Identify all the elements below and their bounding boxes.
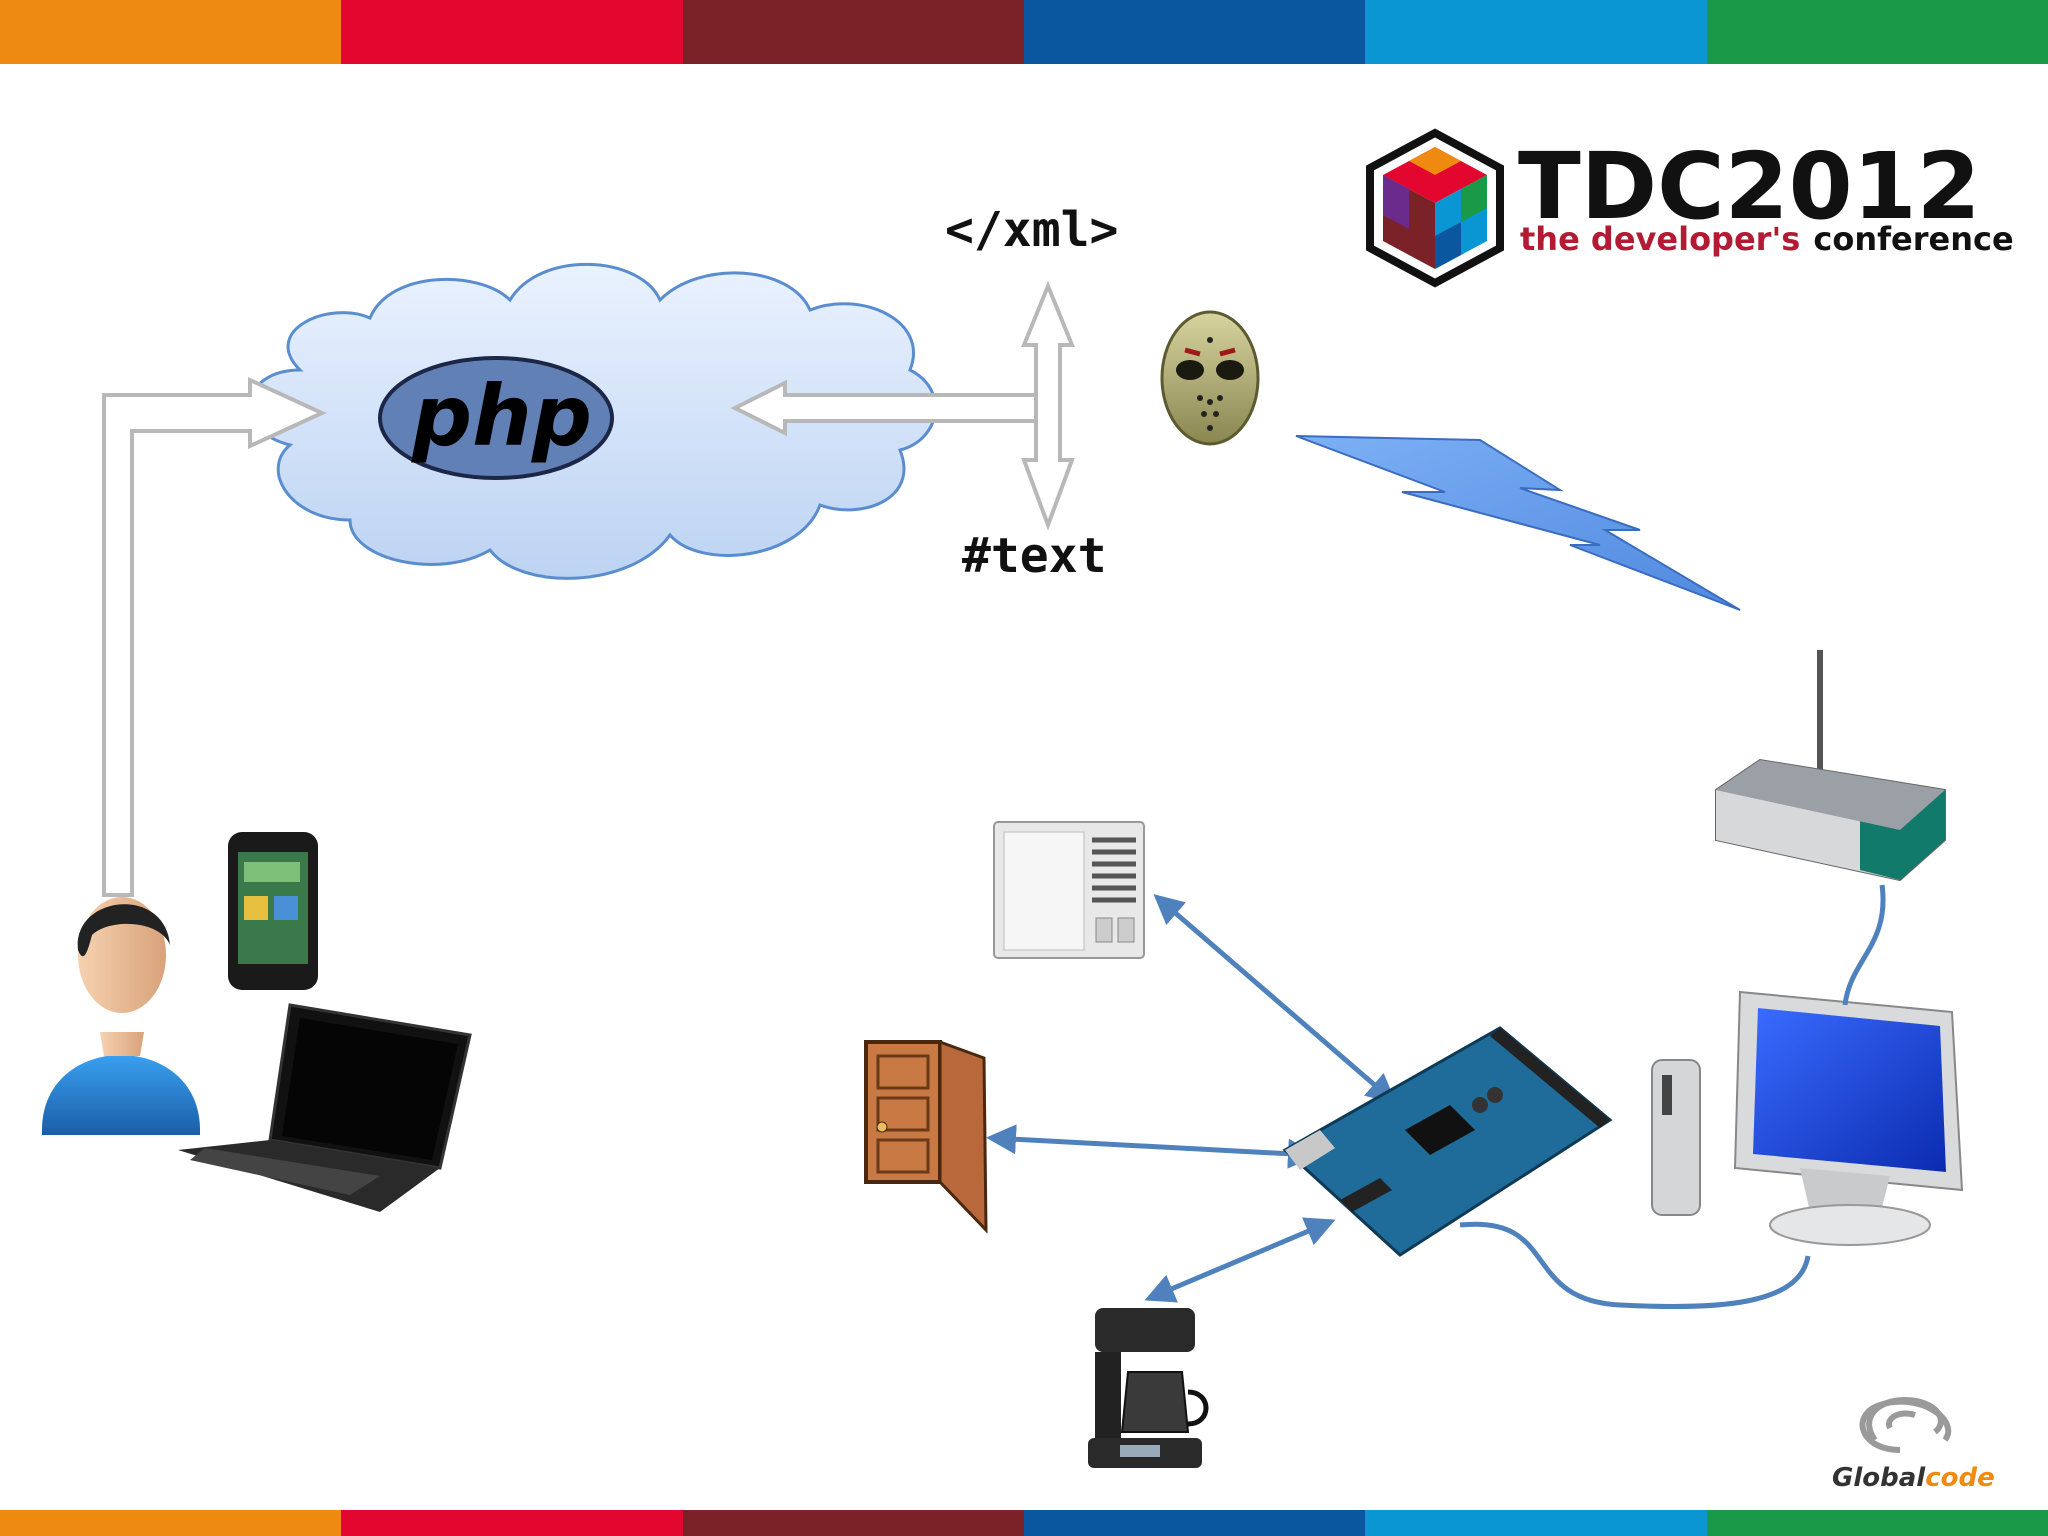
php-label: php — [411, 367, 592, 465]
globalcode-text: Globalcode — [1832, 1463, 1995, 1493]
band-red — [341, 0, 683, 64]
xml-label: </xml> — [945, 202, 1118, 258]
connectors — [986, 884, 1886, 1310]
bottom-color-band — [0, 1510, 2048, 1536]
band-blue — [1023, 0, 1366, 64]
door-arduino-arrow — [986, 1124, 1318, 1169]
band-orange — [0, 0, 342, 64]
logo-subtitle-colored: the developer's — [1520, 220, 1800, 258]
coffee-arduino-arrow — [1144, 1217, 1336, 1303]
laptop-icon — [178, 1003, 472, 1212]
lightning-bolt-icon — [1295, 435, 1741, 611]
hockey-mask-icon — [1160, 310, 1260, 446]
logo-subtitle: the developer's conference — [1520, 220, 2014, 258]
cloud-input-arrow — [730, 379, 1038, 437]
router-to-computer-cable — [1842, 884, 1886, 1006]
band-maroon-bottom — [682, 1510, 1024, 1536]
door-icon — [864, 1039, 988, 1234]
top-color-band — [0, 0, 2048, 64]
band-orange-bottom — [0, 1510, 342, 1536]
air-conditioner-icon — [993, 821, 1145, 959]
logo-title: TDC2012 — [1518, 133, 1981, 240]
globalcode-text-part2: code — [1925, 1463, 1995, 1493]
globalcode-logo-icon — [1859, 1396, 1952, 1453]
band-blue-bottom — [1023, 1510, 1366, 1536]
globalcode-logo: Globalcode — [1832, 1396, 1995, 1493]
user-to-cloud-arrow — [102, 376, 327, 897]
wifi-router-icon — [1715, 650, 1946, 882]
text-label: #text — [962, 528, 1107, 584]
gray-arrows — [102, 280, 1075, 897]
coffee-maker-icon — [1088, 1308, 1209, 1468]
smartphone-icon — [228, 832, 318, 990]
ac-arduino-arrow — [1153, 894, 1397, 1104]
band-red-bottom — [341, 1510, 683, 1536]
tdc-logo: TDC2012 the developer's conference — [1366, 128, 2014, 288]
php-logo-ellipse — [378, 356, 614, 480]
logo-subtitle-dark: conference — [1813, 220, 2013, 258]
xml-text-bidirectional-arrow — [1021, 280, 1075, 531]
tdc-cube-icon — [1366, 128, 1504, 288]
band-cyan — [1365, 0, 1707, 64]
band-cyan-bottom — [1365, 1510, 1707, 1536]
arduino-board-icon — [1282, 1026, 1613, 1257]
band-green-bottom — [1706, 1510, 2048, 1536]
arduino-to-computer-cable — [1459, 1221, 1811, 1310]
desktop-computer-icon — [1651, 990, 1964, 1246]
php-cloud: php — [248, 262, 937, 580]
user-avatar-icon — [42, 897, 200, 1135]
globalcode-text-part1: Global — [1832, 1463, 1926, 1493]
band-green — [1706, 0, 2048, 64]
band-maroon — [682, 0, 1024, 64]
